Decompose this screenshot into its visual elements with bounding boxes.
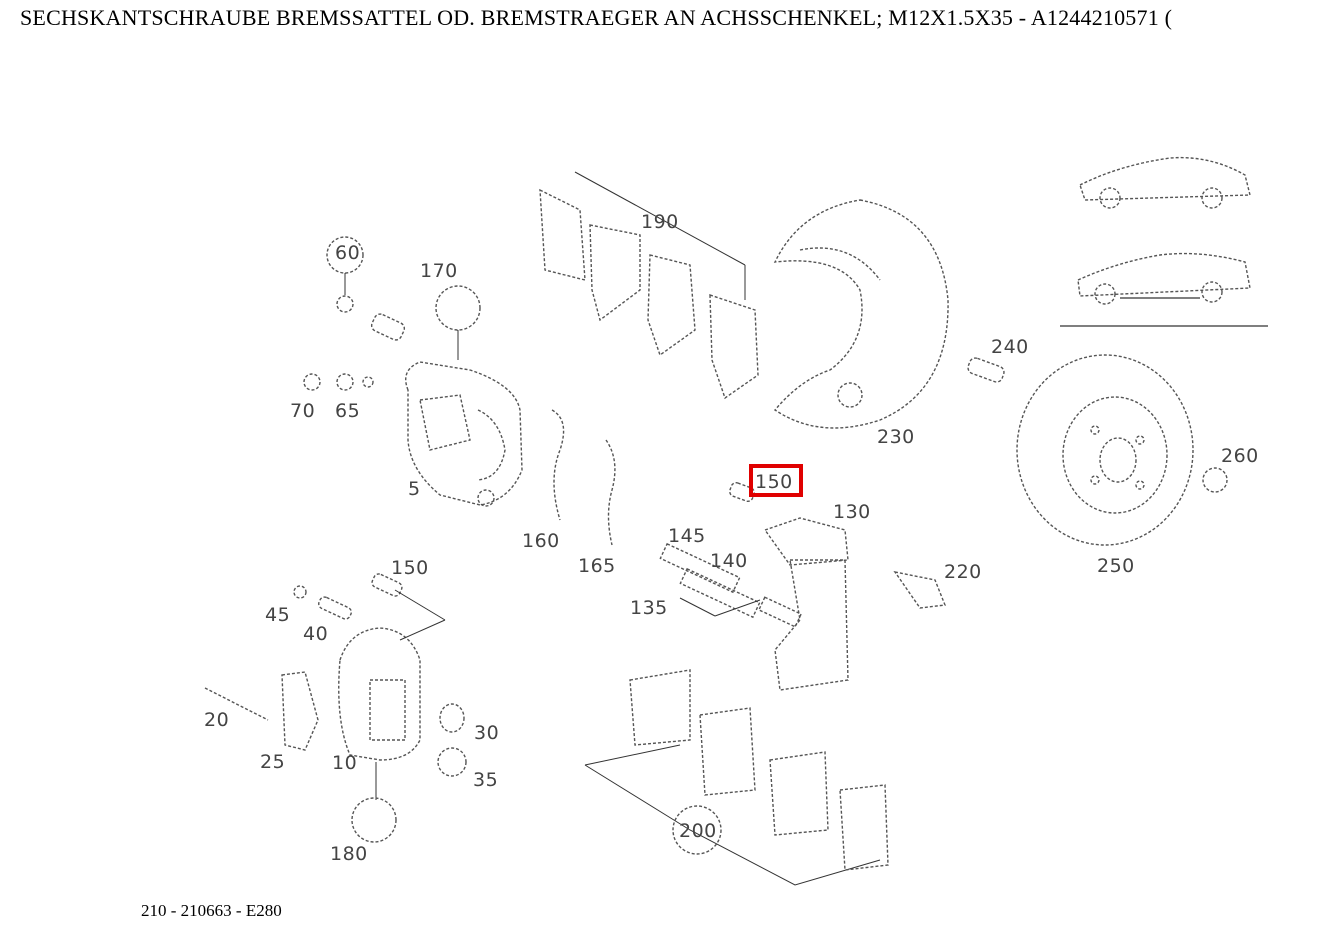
diagram-reference: 210 - 210663 - E280 [141,901,282,920]
caliper-part-5[interactable] [405,361,523,507]
splash-shield-part-230[interactable] [773,199,949,429]
pin-part-170[interactable] [435,285,481,360]
brake-disc-part-250[interactable] [1016,354,1194,546]
spring-clips-160-165[interactable] [551,409,616,546]
callout-130: 130 [833,501,871,523]
callout-160: 160 [522,530,560,552]
callout-165: 165 [578,555,616,577]
screw-part-240[interactable] [966,356,1005,383]
callout-140: 140 [710,550,748,572]
callout-230: 230 [877,426,915,448]
bolt-part-150-highlighted[interactable] [728,481,755,502]
callout-65: 65 [335,400,360,422]
callout-135: 135 [630,597,668,619]
bleed-valve-part-60[interactable] [326,236,364,313]
callout-180: 180 [330,843,368,865]
brake-pads-part-200[interactable] [584,669,889,886]
lead-part-150b [371,573,446,641]
pin-part-180[interactable] [351,797,397,843]
callout-25: 25 [260,751,285,773]
callout-150-highlighted: 150 [755,471,793,493]
callout-145: 145 [668,525,706,547]
callout-20: 20 [204,709,229,731]
callout-40: 40 [303,623,328,645]
callout-260: 260 [1221,445,1259,467]
caliper-part-10[interactable] [338,627,421,800]
callout-30: 30 [474,722,499,744]
brake-pads-part-190[interactable] [539,171,759,400]
callout-170: 170 [420,260,458,282]
callout-250: 250 [1097,555,1135,577]
callout-45: 45 [265,604,290,626]
callout-150: 150 [391,557,429,579]
callout-70: 70 [290,400,315,422]
callout-5: 5 [408,478,421,500]
vehicle-silhouettes [1060,156,1268,327]
bracket-part-220[interactable] [893,570,946,609]
selected-part-highlight[interactable] [749,464,803,497]
caliper-carrier-part-130[interactable] [763,517,849,691]
screw-part-260[interactable] [1202,467,1228,493]
callout-190: 190 [641,211,679,233]
callout-35: 35 [473,769,498,791]
callout-200: 200 [679,820,717,842]
callout-220: 220 [944,561,982,583]
page-title: SECHSKANTSCHRAUBE BREMSSATTEL OD. BREMST… [20,5,1173,30]
callout-240: 240 [991,336,1029,358]
seals-part-30-35[interactable] [437,703,467,777]
callout-10: 10 [332,752,357,774]
small-parts-40-45[interactable] [293,585,353,621]
small-parts-65-70[interactable] [303,312,406,391]
bolt-part-20[interactable] [204,687,269,721]
callout-60: 60 [335,242,360,264]
bracket-part-25[interactable] [281,671,319,751]
